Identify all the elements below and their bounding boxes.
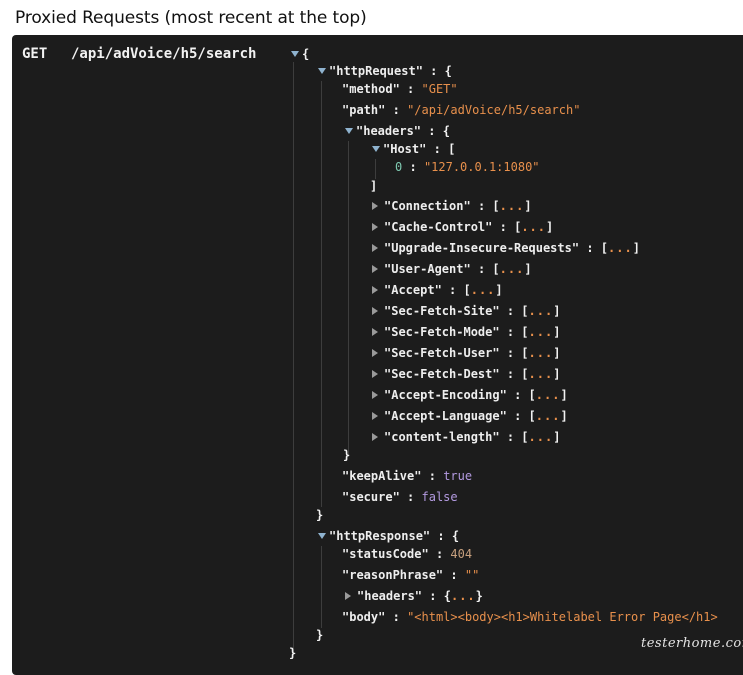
tree-guide-httpresponse bbox=[321, 546, 322, 628]
expand-down-icon bbox=[318, 533, 326, 539]
collapsed-header-item[interactable]: "Sec-Fetch-Site" : [...] bbox=[372, 303, 560, 319]
method-field: "method" : "GET" bbox=[342, 82, 458, 96]
collapsed-header-item[interactable]: "Sec-Fetch-User" : [...] bbox=[372, 345, 560, 361]
expand-right-icon bbox=[372, 307, 378, 315]
host-close: ] bbox=[370, 179, 378, 193]
tree-guide-host bbox=[375, 159, 376, 179]
tree-guide-httprequest bbox=[321, 81, 322, 507]
collapsed-header-item[interactable]: "Accept-Encoding" : [...] bbox=[372, 387, 568, 403]
collapsed-header-item[interactable]: "Accept-Language" : [...] bbox=[372, 408, 568, 424]
request-path: /api/adVoice/h5/search bbox=[71, 46, 257, 62]
expand-down-icon bbox=[345, 128, 353, 134]
expand-right-icon bbox=[372, 202, 378, 210]
expand-down-icon bbox=[318, 68, 326, 74]
expand-right-icon bbox=[372, 370, 378, 378]
expand-right-icon bbox=[372, 265, 378, 273]
collapsed-header-item[interactable]: "User-Agent" : [...] bbox=[372, 261, 532, 277]
httpresponse-node[interactable]: "httpResponse" : { bbox=[318, 528, 459, 544]
expand-right-icon bbox=[372, 223, 378, 231]
statuscode-field: "statusCode" : 404 bbox=[342, 547, 473, 561]
collapsed-header-item[interactable]: "Upgrade-Insecure-Requests" : [...] bbox=[372, 240, 640, 256]
expand-right-icon bbox=[372, 286, 378, 294]
root-close: } bbox=[289, 646, 297, 660]
reasonphrase-field: "reasonPhrase" : "" bbox=[342, 568, 480, 582]
collapsed-header-item[interactable]: "Sec-Fetch-Dest" : [...] bbox=[372, 366, 560, 382]
httpresponse-close: } bbox=[316, 628, 324, 642]
request-method: GET bbox=[22, 46, 48, 62]
secure-field: "secure" : false bbox=[342, 490, 458, 504]
headers-node[interactable]: "headers" : { bbox=[345, 123, 450, 139]
httprequest-close: } bbox=[316, 508, 324, 522]
expand-down-icon bbox=[372, 146, 380, 152]
watermark: testerhome.com bbox=[641, 636, 743, 651]
collapsed-header-item[interactable]: "content-length" : [...] bbox=[372, 429, 560, 445]
headers-close: } bbox=[343, 448, 351, 462]
host-value: 0 : "127.0.0.1:1080" bbox=[395, 160, 540, 174]
collapsed-header-item[interactable]: "Sec-Fetch-Mode" : [...] bbox=[372, 324, 560, 340]
collapsed-header-item[interactable]: "Cache-Control" : [...] bbox=[372, 219, 553, 235]
expand-right-icon bbox=[372, 328, 378, 336]
expand-right-icon bbox=[372, 433, 378, 441]
tree-guide-root bbox=[293, 62, 294, 652]
keepalive-field: "keepAlive" : true bbox=[342, 469, 473, 483]
expand-right-icon bbox=[345, 592, 351, 600]
tree-guide-headers bbox=[348, 141, 349, 457]
page-title: Proxied Requests (most recent at the top… bbox=[15, 8, 367, 28]
response-headers-node[interactable]: "headers" : {...} bbox=[345, 588, 483, 604]
root-toggle[interactable]: { bbox=[291, 46, 309, 62]
expand-right-icon bbox=[372, 391, 378, 399]
path-field: "path" : "/api/adVoice/h5/search" bbox=[342, 103, 581, 117]
httprequest-node[interactable]: "httpRequest" : { bbox=[318, 63, 452, 79]
expand-right-icon bbox=[372, 412, 378, 420]
collapsed-header-item[interactable]: "Connection" : [...] bbox=[372, 198, 532, 214]
expand-right-icon bbox=[372, 349, 378, 357]
expand-right-icon bbox=[372, 244, 378, 252]
expand-down-icon bbox=[291, 51, 299, 57]
collapsed-header-item[interactable]: "Accept" : [...] bbox=[372, 282, 503, 298]
host-header-node[interactable]: "Host" : [ bbox=[372, 141, 455, 157]
body-field: "body" : "<html><body><h1>Whitelabel Err… bbox=[342, 610, 718, 624]
